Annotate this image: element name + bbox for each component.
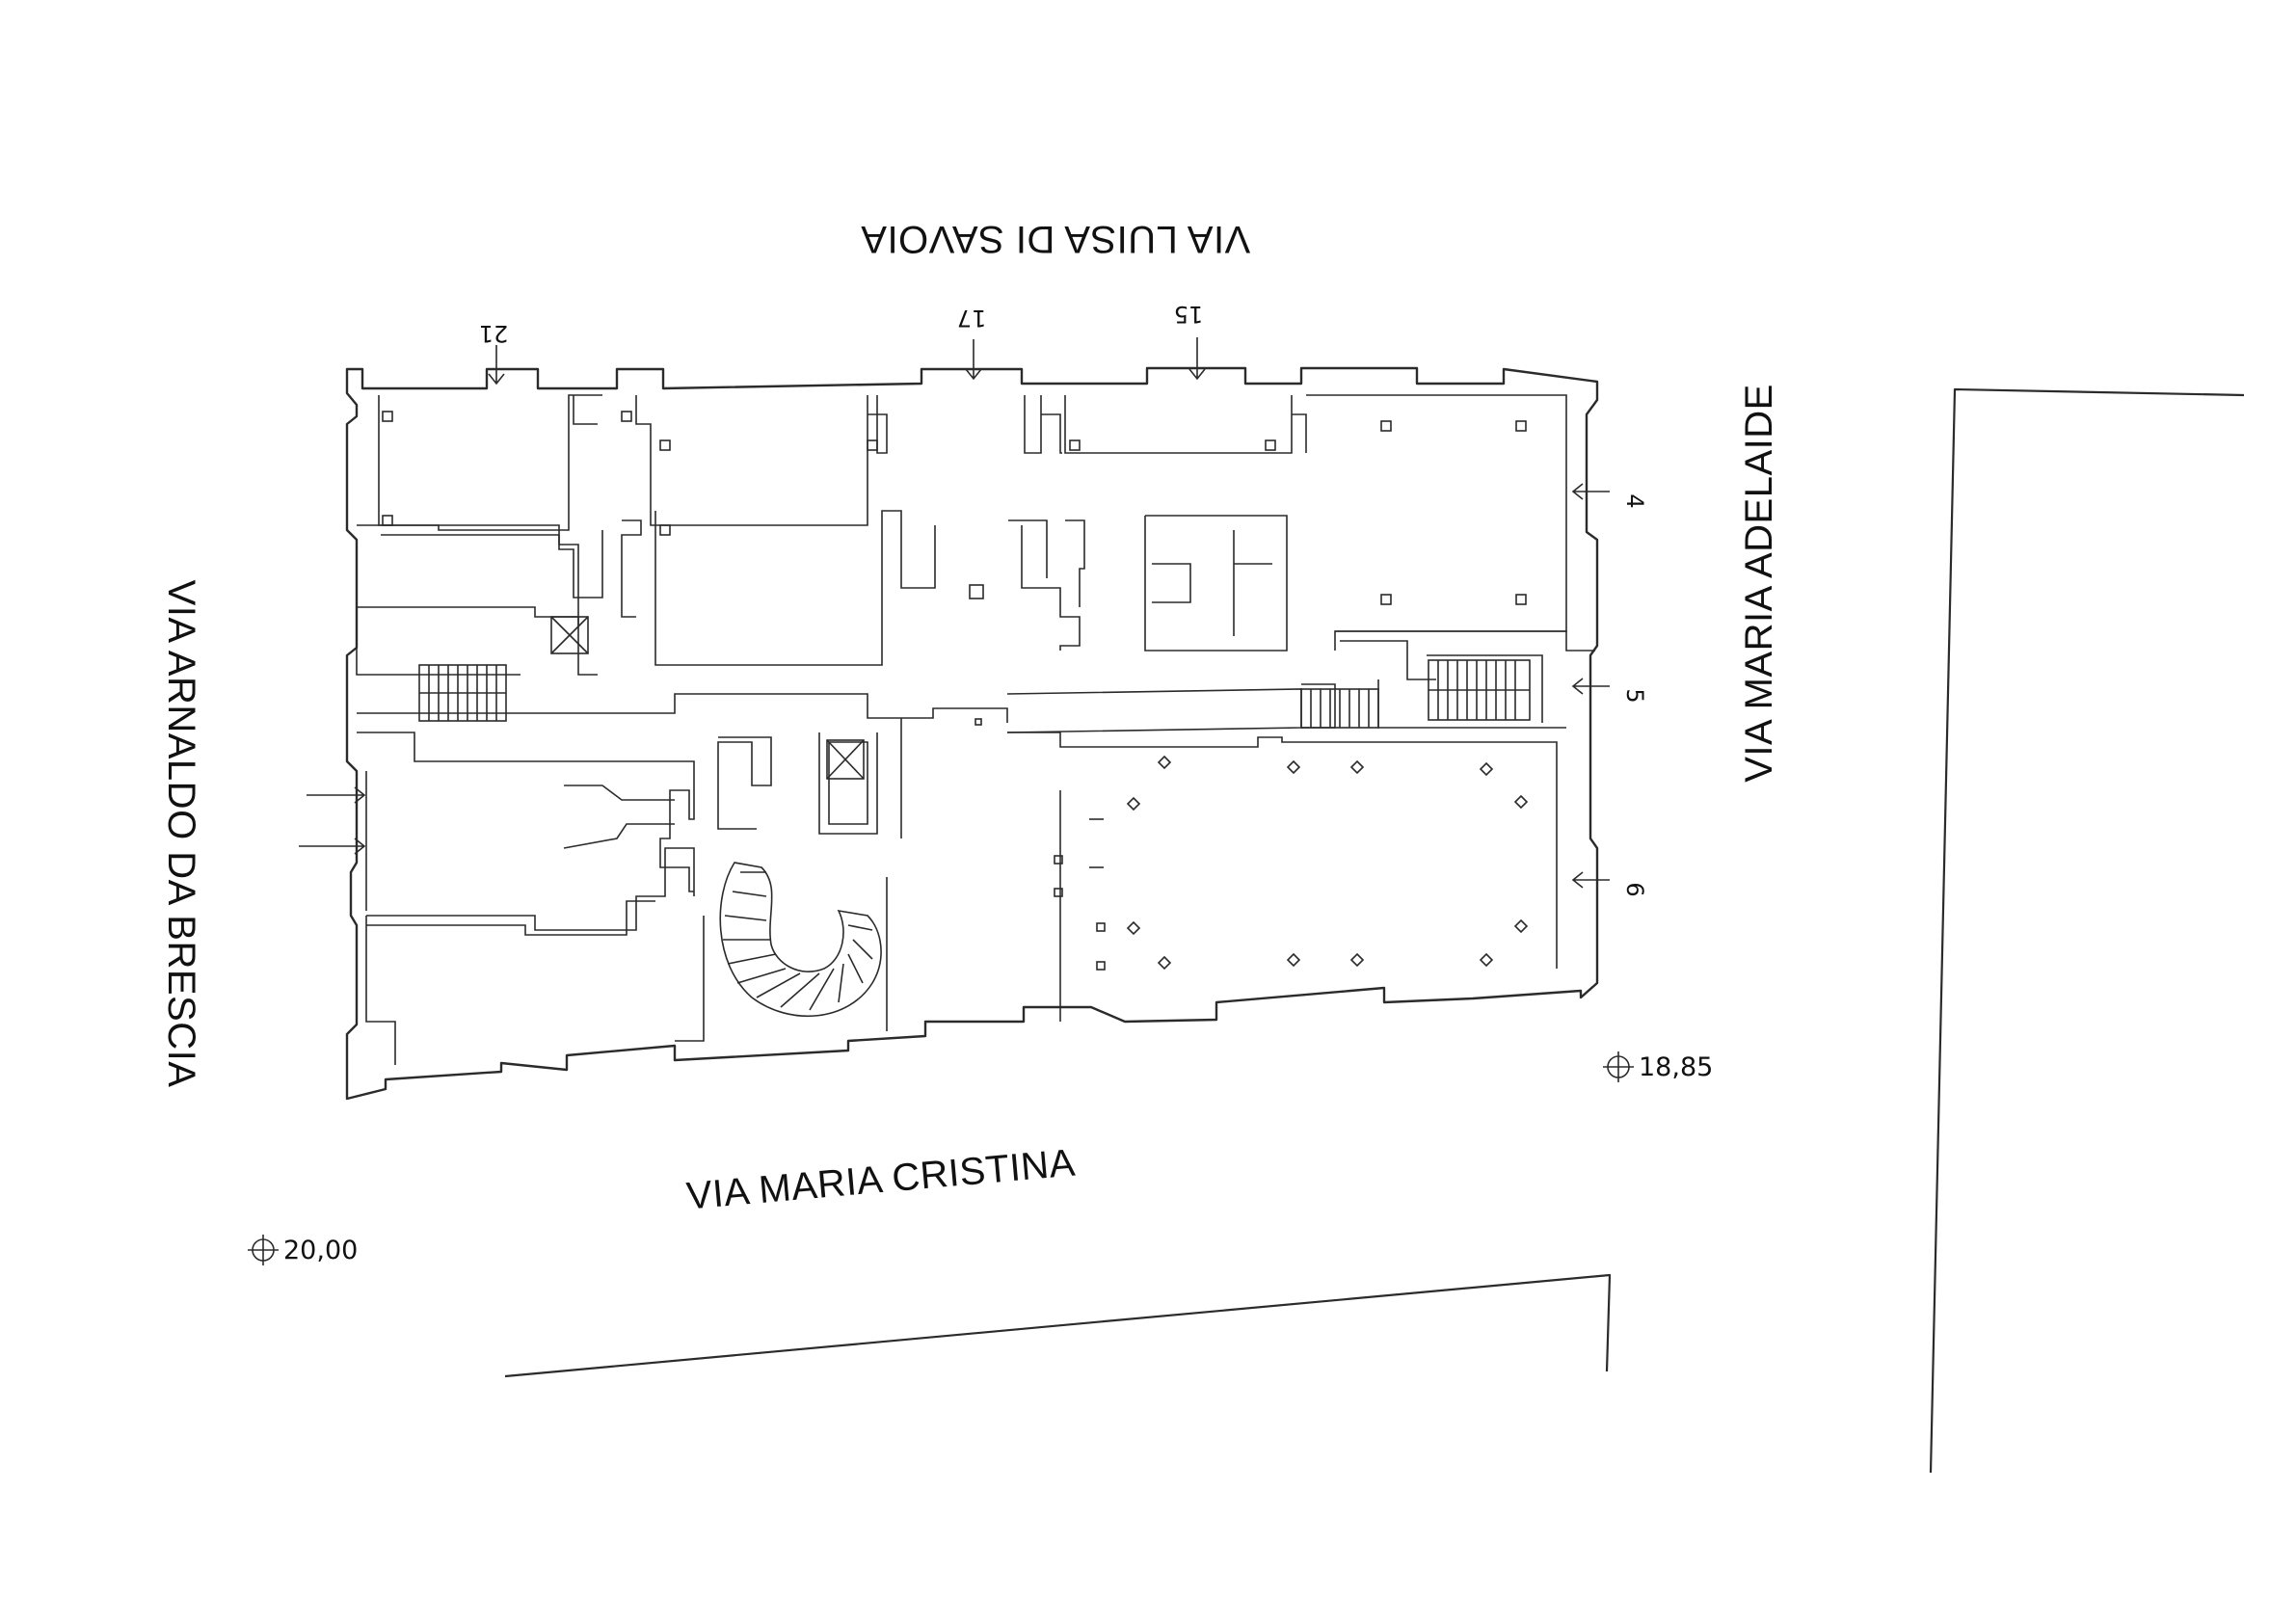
entrance-number-15: 15 — [1174, 301, 1204, 328]
east-block-boundary — [1929, 387, 2245, 1474]
arrow-entrance-6 — [1571, 871, 1610, 889]
arrow-entrance-17 — [965, 339, 982, 381]
building-outline — [345, 366, 1599, 1101]
entrance-number-5: 5 — [1621, 688, 1648, 703]
arrow-entrance-west-1 — [307, 786, 366, 804]
stairs-small — [1300, 688, 1379, 729]
interior-walls — [356, 394, 1595, 1065]
entrance-number-21: 21 — [479, 320, 509, 347]
street-name-north: VIA LUISA DI SAVOIA — [861, 218, 1250, 260]
elevation-label-sw: 20,00 — [283, 1236, 358, 1265]
south-block-boundary — [504, 1273, 1612, 1378]
entrance-arrows — [299, 337, 1610, 889]
arrow-entrance-west-2 — [299, 838, 366, 855]
street-boundaries — [504, 387, 2245, 1474]
building-perimeter — [345, 366, 1599, 1101]
spiral-staircase — [719, 862, 882, 1017]
elevator-west — [550, 616, 589, 654]
arrow-entrance-5 — [1571, 678, 1610, 695]
pillars — [382, 411, 1527, 605]
elevation-marker-sw — [248, 1235, 279, 1265]
arrow-entrance-15 — [1188, 337, 1206, 381]
entrance-number-4: 4 — [1621, 493, 1648, 508]
entrance-number-6: 6 — [1621, 882, 1648, 896]
street-name-east: VIA MARIA ADELAIDE — [1738, 384, 1780, 783]
street-name-south: VIA MARIA CRISTINA — [684, 1141, 1077, 1217]
elevation-marker-east — [1603, 1051, 1634, 1082]
arrow-entrance-21 — [488, 345, 505, 386]
stairs-east — [1428, 659, 1531, 721]
elevation-label-east: 18,85 — [1639, 1052, 1713, 1082]
arrow-entrance-4 — [1571, 483, 1610, 500]
street-name-west: VIA ARNALDO DA BRESCIA — [160, 580, 202, 1088]
entrance-number-17: 17 — [957, 305, 987, 332]
elevator-center — [826, 739, 865, 780]
stairs-west — [418, 664, 507, 722]
hall-columns — [969, 584, 1529, 971]
